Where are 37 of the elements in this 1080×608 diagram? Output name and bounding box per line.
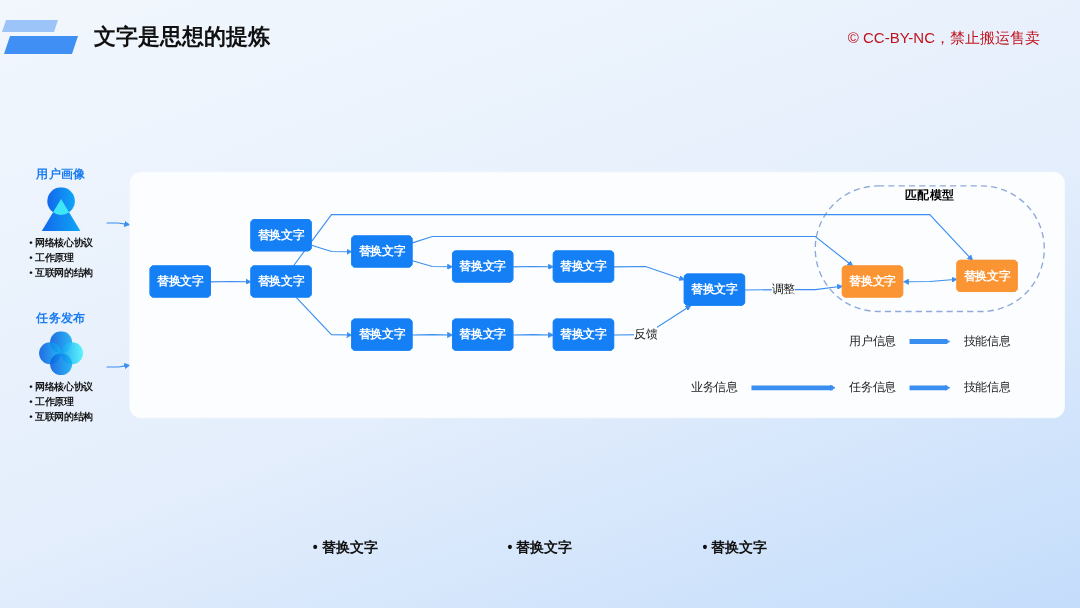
- node-text: 任务信息: [849, 381, 896, 395]
- cluster: [129, 171, 1065, 419]
- arrow: [106, 363, 131, 370]
- list-item: • 工作原理: [29, 251, 75, 266]
- arrow: [292, 214, 974, 267]
- arrow: [411, 331, 454, 338]
- list-item: • 工作原理: [29, 395, 75, 410]
- edge-label: 反馈: [633, 327, 658, 341]
- list-item: • 网络核心协议: [29, 236, 93, 251]
- node-text: 技能信息: [963, 334, 1011, 348]
- node-text: 技能信息: [963, 381, 1011, 395]
- list-item: • 替换文字: [507, 538, 573, 557]
- arrow: [751, 384, 836, 391]
- arrow: [210, 278, 252, 285]
- arrow: [613, 265, 685, 281]
- arrow: [512, 263, 554, 270]
- title: 文字是思想的提炼: [94, 23, 270, 51]
- list-item: • 替换文字: [312, 538, 378, 557]
- arrow: [411, 235, 854, 267]
- arrow: [512, 331, 554, 338]
- arrow: [311, 244, 353, 255]
- node-text: 用户信息: [849, 334, 896, 348]
- node-label: 用户画像: [36, 167, 86, 182]
- arrow: [295, 296, 353, 338]
- arrow: [903, 276, 958, 285]
- arrow: [106, 220, 131, 227]
- license-note: © CC-BY-NC，禁止搬运售卖: [847, 28, 1040, 48]
- edge-label: 调整: [771, 282, 796, 296]
- list-item: • 互联网的结构: [29, 410, 93, 425]
- node-text: 业务信息: [691, 381, 738, 395]
- arrow: [411, 260, 454, 270]
- list-item: • 互联网的结构: [29, 266, 93, 281]
- list-item: • 网络核心协议: [29, 380, 93, 395]
- list-item: • 替换文字: [702, 538, 768, 557]
- node-label: 任务发布: [36, 311, 86, 326]
- arrow: [909, 338, 951, 345]
- arrow: [909, 384, 951, 391]
